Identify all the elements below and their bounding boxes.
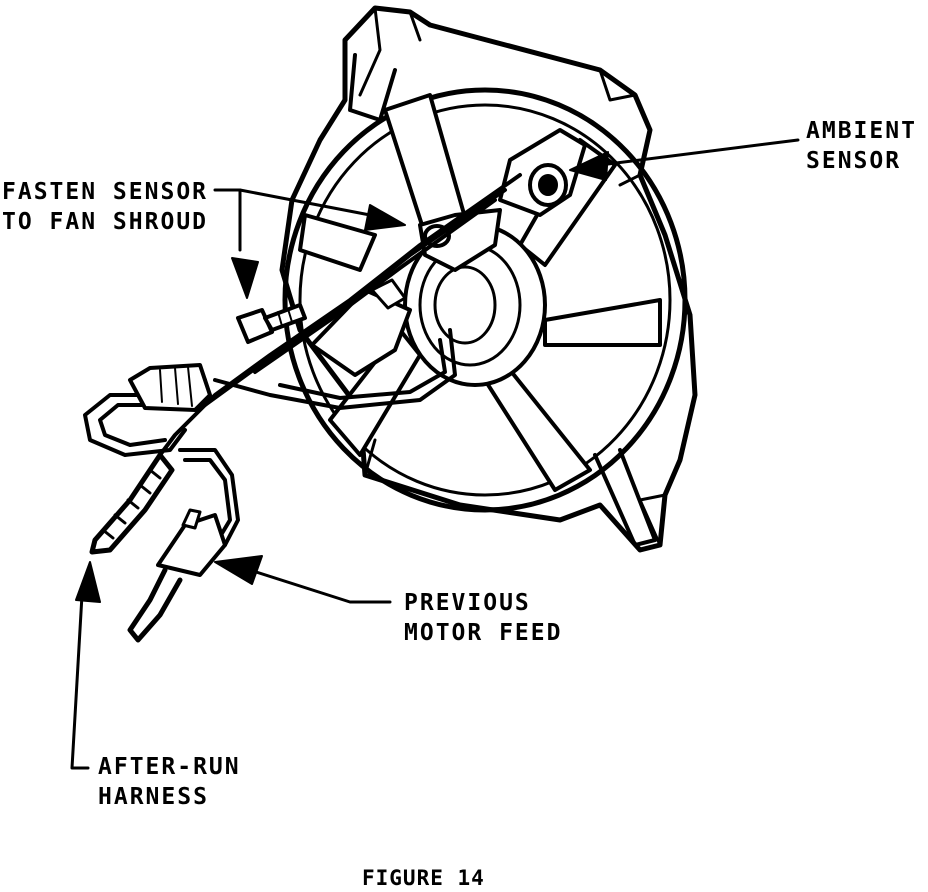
motor-hub-inner xyxy=(433,265,497,345)
motor-feed-terminal xyxy=(181,508,202,530)
fan-ring-outer xyxy=(282,87,688,513)
label-ambient-sensor: AMBIENT SENSOR xyxy=(806,116,917,176)
arrowheads xyxy=(75,151,609,603)
loop-connector-ribs xyxy=(159,366,193,407)
shroud-strut xyxy=(593,448,657,547)
motor-feed-pigtail xyxy=(127,567,183,643)
arrow-motor-feed xyxy=(214,555,263,585)
harness-tape-marks xyxy=(101,468,162,540)
motor-feed-connector xyxy=(156,513,227,577)
label-after-run-harness-line1: AFTER-RUN xyxy=(98,754,241,780)
label-previous-motor-feed-line2: MOTOR FEED xyxy=(404,620,563,646)
arrow-after-run xyxy=(75,561,101,603)
motor-feed-wire xyxy=(178,448,240,547)
label-after-run-harness-line2: HARNESS xyxy=(98,784,209,810)
label-ambient-sensor-line2: SENSOR xyxy=(806,148,902,174)
bracket-hole xyxy=(423,224,451,248)
figure-caption: FIGURE 14 xyxy=(362,866,485,890)
ambient-sensor xyxy=(498,128,587,217)
arrow-fasten-bracket xyxy=(364,204,406,231)
fastener-screw xyxy=(236,303,307,344)
label-fasten-sensor: FASTEN SENSOR TO FAN SHROUD xyxy=(2,177,208,237)
arrow-fasten-screw xyxy=(231,257,259,299)
leader-lines xyxy=(70,138,800,770)
label-fasten-sensor-line1: FASTEN SENSOR xyxy=(2,179,209,205)
shroud-strut-top xyxy=(348,53,397,122)
loop-connector xyxy=(128,363,212,412)
label-ambient-sensor-line1: AMBIENT xyxy=(806,118,917,144)
label-previous-motor-feed-line1: PREVIOUS xyxy=(404,590,531,616)
fan-ring-inner xyxy=(298,103,672,497)
motor-feed-wire-2 xyxy=(183,458,232,542)
label-fasten-sensor-line2: TO FAN SHROUD xyxy=(2,209,209,235)
label-previous-motor-feed: PREVIOUS MOTOR FEED xyxy=(404,588,562,648)
label-after-run-harness: AFTER-RUN HARNESS xyxy=(98,752,241,812)
connector-lug xyxy=(370,278,407,310)
arrow-ambient-sensor xyxy=(569,151,609,181)
